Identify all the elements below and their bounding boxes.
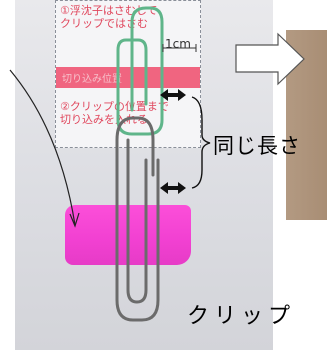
pink-band: [56, 67, 200, 88]
float-card: ①浮沈子はさむして クリップではさむ 切り込み位置 ②クリップの位置まで 切り込…: [55, 0, 201, 148]
double-arrow-icon-bottom: [160, 182, 186, 194]
curved-arrow-icon: [9, 69, 80, 228]
paper-clip-icon: [115, 116, 160, 322]
clip-label: クリップ: [187, 304, 296, 329]
card-instruction-2: ②クリップの位置まで 切り込みを入れる: [60, 100, 169, 126]
cm-bracket: [162, 44, 197, 52]
brace-icon: [191, 96, 211, 189]
double-arrow-icon-top: [160, 89, 186, 101]
cm-label: 1cm: [165, 37, 191, 51]
right-arrow-icon: [235, 32, 305, 86]
same-length-label: 同じ長さ: [213, 134, 301, 158]
band-text: 切り込み位置: [62, 74, 122, 85]
green-clip-icon: [116, 6, 164, 136]
